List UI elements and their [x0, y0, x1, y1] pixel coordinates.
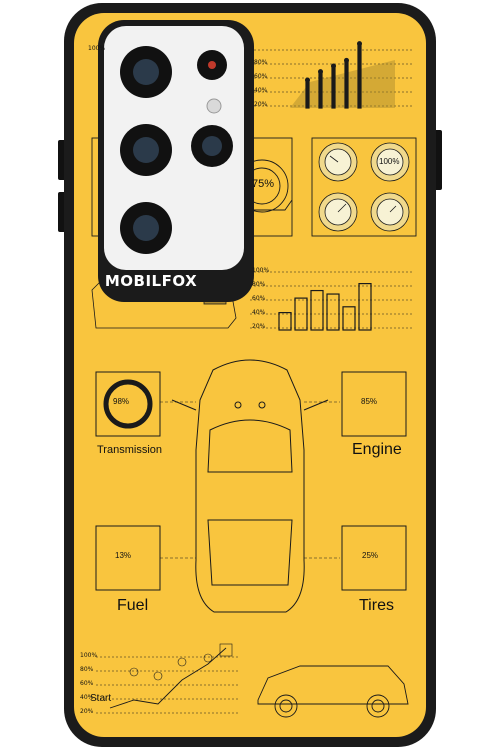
panel-frames: [95, 371, 407, 591]
top-bars-dot-4: [357, 41, 362, 47]
gauge-left-value: 75%: [252, 178, 275, 190]
scale-top-100: 100%: [88, 45, 106, 52]
middle-bar-chart: [250, 271, 414, 329]
transmission-label: Transmission: [97, 444, 162, 456]
scale-top-40: 40%: [254, 87, 268, 94]
top-bars-bar-2: [331, 65, 336, 109]
scale-top-60: 60%: [254, 73, 268, 80]
scale-mid-100: 100%: [252, 267, 270, 274]
panel-fuel: [95, 525, 161, 591]
scale-route-80: 80%: [80, 666, 94, 673]
gauge-cluster: [318, 142, 410, 232]
route-chart: [96, 643, 240, 714]
scale-mid-20: 20%: [252, 323, 266, 330]
panel-transmission: [95, 371, 161, 437]
top-bars-bar-1: [318, 70, 323, 109]
top-bars-dot-2: [331, 63, 336, 69]
scale-route-100: 100%: [80, 652, 98, 659]
scale-mid-80: 80%: [252, 281, 266, 288]
mid-bars-bar-4: [342, 306, 356, 331]
camera-flash: [206, 98, 222, 114]
top-bars: [305, 41, 362, 109]
camera-module: [98, 20, 254, 302]
panel-tires: [341, 525, 407, 591]
scale-top-80: 80%: [254, 59, 268, 66]
brand-logo: MOBILFOX: [104, 272, 198, 290]
gauge-right-value: 100%: [379, 157, 400, 166]
car-top-view: [171, 359, 329, 613]
scale-mid-40: 40%: [252, 309, 266, 316]
fuel-value: 13%: [115, 551, 132, 560]
top-bars-bar-3: [344, 59, 349, 109]
tires-value: 25%: [362, 551, 379, 560]
mid-bars: [278, 283, 372, 331]
scale-route-40: 40%: [80, 694, 94, 701]
wagon-car: [257, 665, 409, 718]
mid-bars-bar-1: [294, 297, 308, 331]
top-bars-bar-4: [357, 42, 362, 109]
top-bars-dot-1: [318, 69, 323, 75]
engine-label: Engine: [352, 441, 402, 458]
tires-label: Tires: [359, 597, 394, 614]
scale-mid-60: 60%: [252, 295, 266, 302]
mid-bars-bar-2: [310, 289, 324, 331]
scale-top-20: 20%: [254, 101, 268, 108]
transmission-value: 98%: [113, 397, 130, 406]
fuel-label: Fuel: [117, 597, 149, 614]
panel-engine: [341, 371, 407, 437]
top-bars-bar-0: [305, 79, 310, 109]
top-bars-dot-0: [305, 77, 310, 83]
scale-route-60: 60%: [80, 680, 94, 687]
engine-value: 85%: [361, 397, 378, 406]
mid-bars-bar-0: [278, 312, 292, 331]
mid-bars-bar-3: [326, 293, 340, 331]
panel-connectors: [160, 401, 340, 559]
mid-bars-bar-5: [358, 283, 372, 331]
route-start-label: Start: [90, 693, 112, 704]
scale-route-20: 20%: [80, 708, 94, 715]
transmission-ring: [103, 379, 153, 429]
top-bars-dot-3: [344, 57, 349, 63]
